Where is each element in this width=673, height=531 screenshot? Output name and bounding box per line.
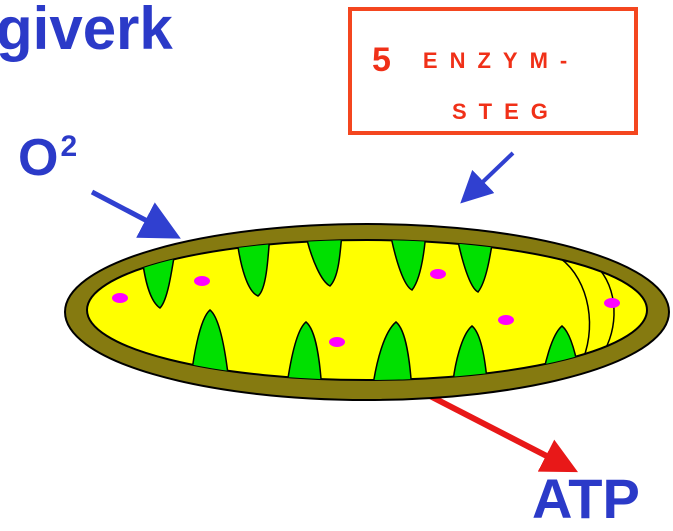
- atp-arrow-icon: [430, 396, 570, 468]
- granule: [329, 337, 345, 347]
- oxygen-arrow-icon: [92, 192, 172, 234]
- enzyme-arrow-icon: [466, 153, 513, 198]
- granule: [112, 293, 128, 303]
- granule: [498, 315, 514, 325]
- granule: [194, 276, 210, 286]
- atp-label: ATP: [532, 466, 640, 531]
- granule: [430, 269, 446, 279]
- granule: [604, 298, 620, 308]
